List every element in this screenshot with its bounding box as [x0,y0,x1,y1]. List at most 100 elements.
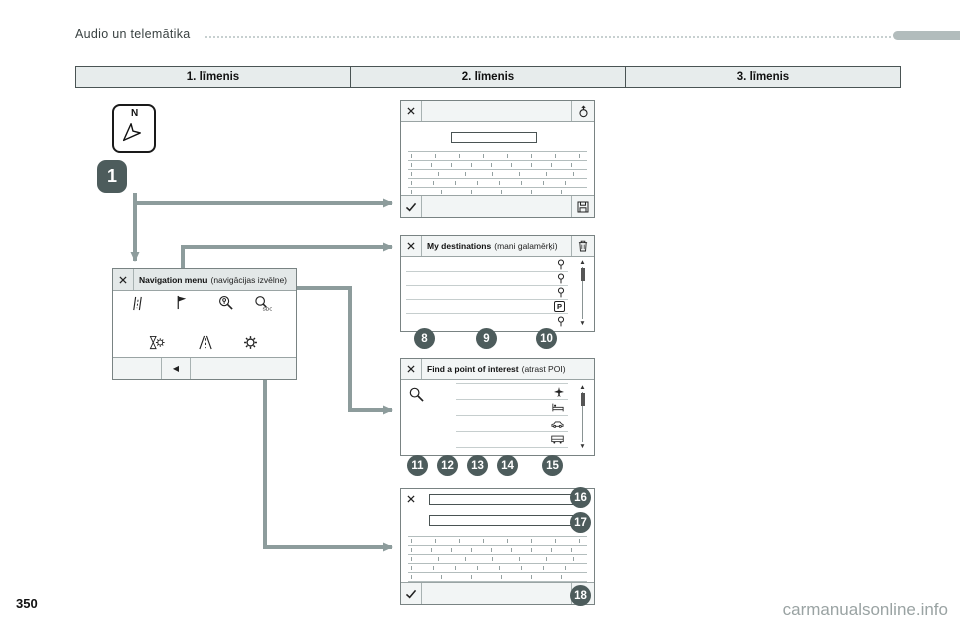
close-button[interactable] [113,269,134,290]
find-poi-subtitle-text: (atrast POI) [521,364,566,374]
close-button[interactable] [401,359,422,379]
find-poi-title-text: Find a point of interest [427,364,519,374]
map-route-button[interactable] [130,296,145,311]
city-input-field[interactable] [429,494,574,505]
save-button[interactable] [571,196,594,217]
destination-row[interactable] [406,258,568,272]
level-3-header: 3. līmenis [736,71,790,83]
find-poi-header: Find a point of interest(atrast POI) [401,359,594,380]
my-destinations-title: My destinations(mani galamērķi) [422,241,558,251]
close-button[interactable] [401,101,422,121]
search-sdc-icon: SDC [255,296,272,312]
poi-category-list [456,383,568,448]
keyboard-row[interactable] [408,161,587,170]
close-icon [119,275,127,284]
search-sdc-button[interactable]: SDC [254,295,272,312]
poi-category-airport[interactable] [456,384,568,400]
scrollbar-thumb[interactable] [580,393,585,406]
chapter-dotted-rule [205,36,891,38]
scrollbar-track[interactable] [580,267,585,319]
check-icon [405,589,417,598]
pin-icon [557,287,565,298]
keyboard-row[interactable] [408,564,587,573]
callout-17: 17 [570,512,591,533]
pin-icon [557,315,565,326]
keyboard-row[interactable] [408,537,587,546]
callout-15: 15 [542,455,563,476]
roundabout-icon [578,104,588,117]
scrollbar-track[interactable] [580,392,585,442]
callout-12: 12 [437,455,458,476]
levels-header-table: 1. līmenis 2. līmenis 3. līmenis [75,66,901,88]
callout-18: 18 [570,585,591,606]
keyboard-row[interactable] [408,555,587,564]
close-icon [407,495,415,503]
roundabout-button[interactable] [571,101,594,121]
name-input-field[interactable] [451,132,537,143]
callout-9: 9 [476,328,497,349]
destination-row[interactable] [406,286,568,300]
destination-row[interactable] [406,272,568,286]
hotel-bed-icon [552,403,564,412]
watermark[interactable]: carmanualsonline.info [782,600,948,619]
nav-menu-subtitle-text: (navigācijas izvēlne) [210,274,288,285]
confirm-button[interactable] [401,196,422,217]
search-icon [409,387,424,402]
navigation-cursor-icon [122,123,141,142]
scrollbar-thumb[interactable] [580,268,585,281]
onscreen-keyboard[interactable] [408,151,587,197]
search-poi-button[interactable] [218,295,234,311]
onscreen-keyboard[interactable] [408,536,587,582]
keyboard-row[interactable] [408,170,587,179]
destination-row-parking[interactable]: P [406,300,568,314]
close-button[interactable] [401,236,422,256]
level-1-header: 1. līmenis [76,67,351,87]
screen-enter-address [400,488,595,605]
enter-address-footer [401,582,594,604]
keyboard-row[interactable] [408,573,587,582]
keyboard-row[interactable] [408,152,587,161]
delete-button[interactable] [571,236,594,256]
my-destinations-subtitle-text: (mani galamērķi) [494,241,558,251]
scroll-down-button[interactable]: ▼ [579,443,586,450]
map-route-icon [133,296,142,311]
check-icon [405,202,417,211]
scroll-up-button[interactable]: ▲ [579,384,586,391]
traffic-settings-button[interactable] [148,335,165,350]
flag-icon [177,295,187,310]
find-poi-title: Find a point of interest(atrast POI) [422,364,566,374]
parking-icon: P [553,300,565,313]
chapter-edge-tab [893,31,960,40]
route-settings-icon [199,335,212,350]
trash-icon [578,240,588,252]
callout-1: 1 [97,160,127,193]
close-button[interactable] [407,495,415,503]
street-input-field[interactable] [429,515,574,526]
close-icon [407,107,415,115]
list-scrollbar: ▲ ▼ [574,259,591,327]
confirm-button[interactable] [401,583,422,604]
compass-north-label: N [131,108,139,119]
settings-button[interactable] [243,335,258,350]
route-settings-button[interactable] [198,335,213,350]
nav-menu-title: Navigation menu(navigācijas izvēlne) [134,275,287,285]
scroll-down-button[interactable]: ▼ [579,320,586,327]
destinations-flag-button[interactable] [175,295,189,310]
list-scrollbar: ▲ ▼ [574,384,591,450]
back-button[interactable]: ◀ [161,358,191,379]
hourglass-gear-icon [149,335,165,350]
sdc-label: SDC [263,307,272,312]
poi-category-car[interactable] [456,416,568,432]
search-poi-icon [219,296,233,310]
poi-category-hotel[interactable] [456,400,568,416]
nav-menu-header: Navigation menu(navigācijas izvēlne) [113,269,296,291]
chapter-title: Audio un telemātika [75,27,191,41]
my-destinations-header: My destinations(mani galamērķi) [401,236,594,257]
callout-16: 16 [570,487,591,508]
search-button[interactable] [409,387,424,402]
keyboard-row[interactable] [408,179,587,188]
poi-category-bus[interactable] [456,432,568,448]
scroll-up-button[interactable]: ▲ [579,259,586,266]
keyboard-row[interactable] [408,546,587,555]
destination-row[interactable] [406,314,568,328]
